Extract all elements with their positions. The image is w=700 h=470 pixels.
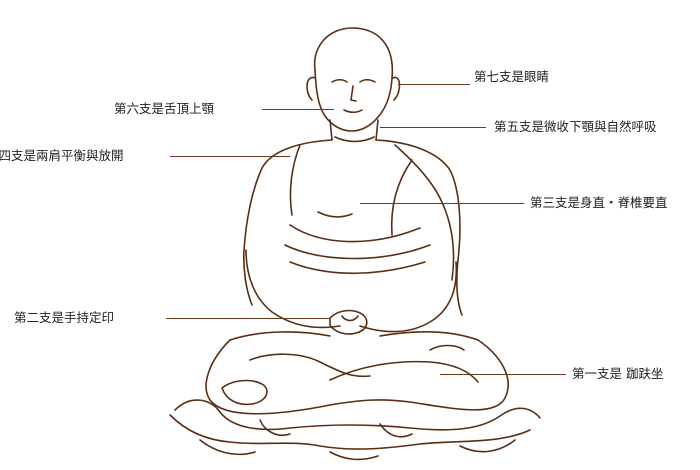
leader-line-sixth — [262, 109, 334, 110]
label-sixth-limb: 第六支是舌頂上顎 — [114, 101, 215, 116]
label-first-limb: 第一支是 跏趺坐 — [572, 366, 664, 381]
label-fourth-limb: 第四支是兩肩平衡與放開 — [0, 148, 124, 163]
leader-line-fourth — [170, 156, 290, 157]
label-second-limb: 第二支是手持定印 — [14, 310, 115, 325]
label-fifth-limb: 第五支是微收下顎與自然呼吸 — [494, 119, 657, 134]
leader-line-seventh — [398, 84, 470, 85]
label-third-limb: 第三支是身直・脊椎要直 — [530, 195, 668, 210]
leader-line-first — [440, 374, 566, 375]
leader-line-second — [166, 318, 330, 319]
leader-line-fifth — [380, 127, 486, 128]
leader-line-third — [360, 203, 524, 204]
label-seventh-limb: 第七支是眼睛 — [474, 69, 550, 84]
